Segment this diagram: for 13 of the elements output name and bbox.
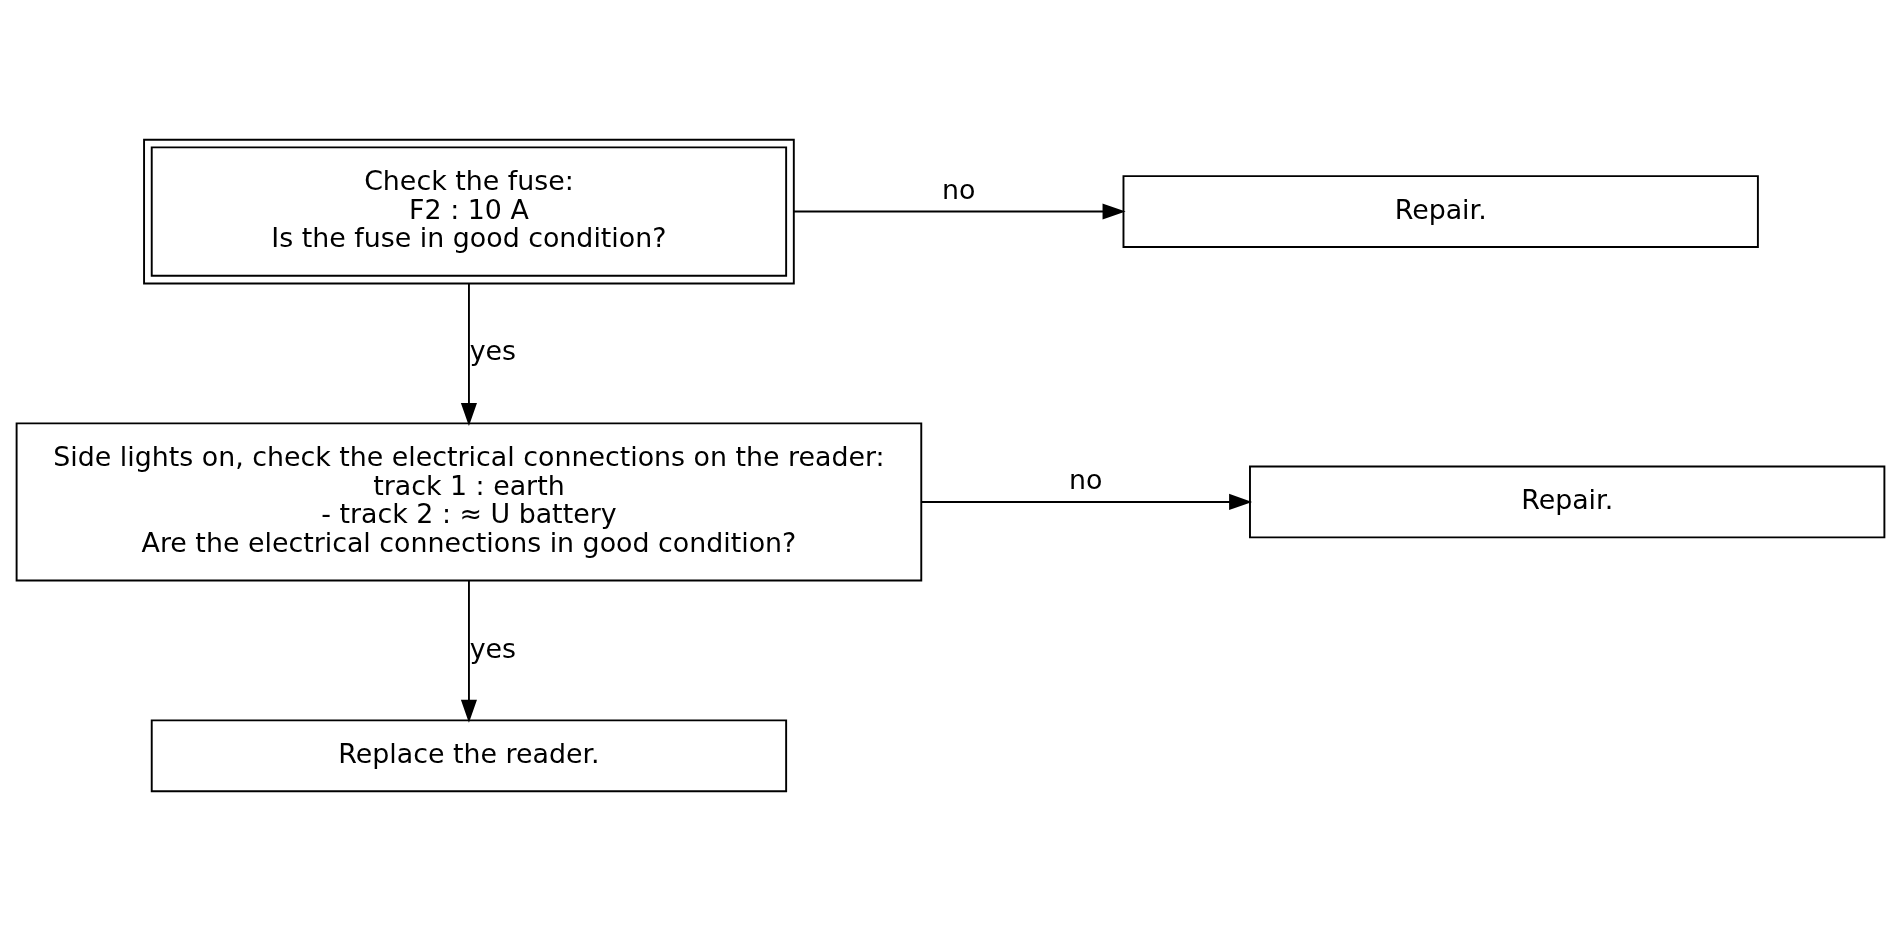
edge-label: yes [469,632,517,664]
node-box: Repair. [1122,174,1759,248]
arrow [792,202,1126,220]
node-box: Check the fuse: F2 : 10 A Is the fuse in good condition? [143,138,795,284]
edge-label: no [1068,463,1103,495]
edge-label: yes [469,334,517,366]
node-box: Side lights on, check the electrical connections on the reader: track 1 : earth - track 2 : ≈ U battery Are the electrical connections in good condition? [15,421,923,581]
edge-label: no [941,173,976,205]
arrow [460,579,477,723]
node-box: Repair. [1249,465,1886,538]
node-box: Replace the reader. [150,718,788,792]
arrow [460,282,477,426]
arrow [921,493,1253,510]
